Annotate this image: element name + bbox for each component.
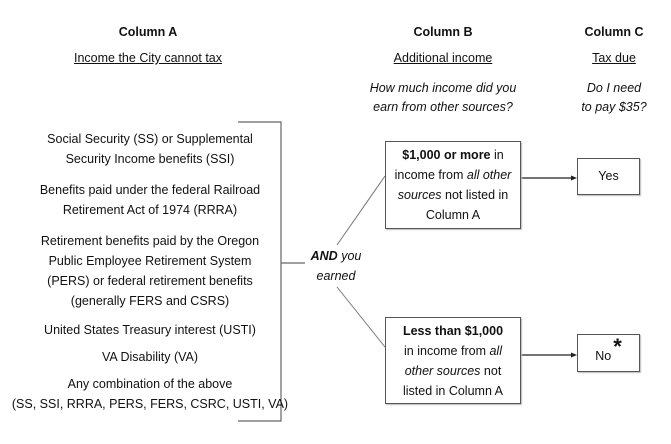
question-line: earn from other sources? (373, 100, 513, 114)
box-less-than-1000: Less than $1,000 in income from all othe… (385, 317, 521, 404)
item-line: Any combination of the above (67, 377, 233, 391)
result-yes-box: Yes (577, 158, 640, 195)
question-line: How much income did you (369, 81, 517, 95)
box-text: Column A (425, 208, 481, 222)
branch-down-line (336, 286, 386, 348)
item-line: United States Treasury interest (USTI) (44, 323, 256, 337)
box-italic: all (489, 344, 502, 358)
item-line: Social Security (SS) or Supplemental (47, 132, 253, 146)
box-text: in income from (404, 344, 490, 358)
item-line: Retirement benefits paid by the Oregon (40, 234, 260, 248)
item-treasury-interest: United States Treasury interest (USTI) (10, 320, 290, 340)
column-a-title: Column A (118, 25, 178, 39)
column-b-question: How much income did you earn from other … (363, 79, 523, 117)
arrow-yes-head (571, 175, 577, 181)
box-text: not listed in (441, 188, 509, 202)
connector-rest: you (337, 249, 362, 263)
column-c-title: Column C (584, 25, 644, 39)
column-b-subtitle: Additional income (393, 51, 493, 65)
box-bold: $1,000 or more (402, 148, 491, 162)
and-you-earned-label: AND you earned (306, 246, 366, 286)
box-text: in (490, 148, 504, 162)
column-a-subtitle: Income the City cannot tax (74, 51, 222, 65)
branch-up-line (336, 175, 386, 246)
box-text: listed in Column A (402, 384, 504, 398)
connector-line2: earned (316, 269, 356, 283)
result-no-label: No (595, 349, 612, 363)
item-railroad-retirement: Benefits paid under the federal Railroad… (10, 180, 290, 220)
item-social-security: Social Security (SS) or Supplemental Sec… (10, 129, 290, 169)
arrow-no-head (571, 352, 577, 358)
item-va-disability: VA Disability (VA) (10, 347, 290, 367)
item-line: (SS, SSI, RRRA, PERS, FERS, CSRC, USTI, … (11, 397, 289, 411)
box-text: not (480, 364, 502, 378)
connector-bold: AND (310, 249, 338, 263)
box-bold: Less than $1,000 (402, 324, 504, 338)
item-line: (generally FERS and CSRS) (70, 294, 230, 308)
item-line: Security Income benefits (SSI) (65, 152, 235, 166)
question-line: Do I need (586, 81, 642, 95)
footnote-asterisk: * (613, 334, 622, 359)
column-c-subtitle: Tax due (592, 51, 636, 65)
item-line: Public Employee Retirement System (48, 254, 252, 268)
item-combination: Any combination of the above (SS, SSI, R… (10, 374, 290, 414)
result-no-box: No* (577, 334, 640, 372)
column-b-title: Column B (413, 25, 473, 39)
item-line: (PERS) or federal retirement benefits (47, 274, 253, 288)
item-line: VA Disability (VA) (101, 350, 199, 364)
box-italic: other sources (404, 364, 481, 378)
item-pers: Retirement benefits paid by the Oregon P… (10, 231, 290, 311)
item-line: Benefits paid under the federal Railroad (39, 183, 261, 197)
box-italic: sources (397, 188, 442, 202)
result-yes-label: Yes (598, 169, 619, 183)
box-text: income from (394, 168, 467, 182)
box-1000-or-more: $1,000 or more in income from all other … (385, 141, 521, 229)
column-a-bracket (238, 121, 282, 422)
column-c-question: Do I need to pay $35? (564, 79, 664, 117)
question-line: to pay $35? (581, 100, 647, 114)
item-line: Retirement Act of 1974 (RRRA) (62, 203, 238, 217)
box-italic: all other (466, 168, 512, 182)
